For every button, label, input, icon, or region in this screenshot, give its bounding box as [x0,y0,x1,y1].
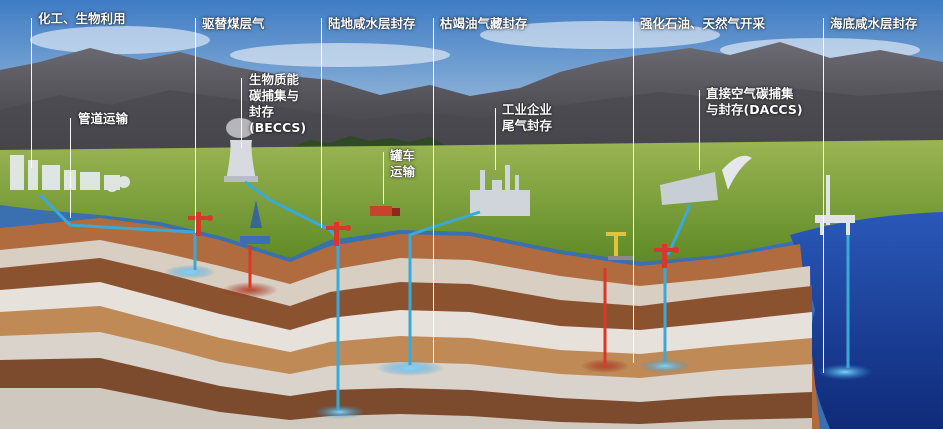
label-beccs-3: 封存 [249,104,275,119]
cooling-tower [224,118,258,182]
label-tanker: 罐车 运输 [390,148,415,180]
label-industrial-1: 工业企业 [502,102,553,117]
storage-plumes [164,265,873,419]
industrial-plant [470,165,530,216]
label-daccs: 直接空气碳捕集 与封存(DACCS) [706,86,803,118]
label-beccs-4: (BECCS) [249,120,307,135]
label-daccs-2: 与封存(DACCS) [706,102,803,117]
label-tanker-2: 运输 [390,164,416,179]
callout-line-eor [633,18,634,363]
drill-rig [240,200,270,244]
label-tanker-1: 罐车 [390,148,416,163]
label-beccs: 生物质能 碳捕集与 封存 (BECCS) [249,72,306,136]
label-depleted-oil-gas: 枯竭油气藏封存 [440,16,528,31]
pipeline-left [38,193,197,270]
label-eor-egr: 强化石油、天然气开采 [640,16,766,31]
offshore-rig [815,175,855,235]
co2-pipelines [38,180,850,410]
wellheads [188,212,679,268]
daccs-unit [660,155,752,205]
callout-line-industrial [495,108,496,170]
label-chemical-bio: 化工、生物利用 [38,11,126,26]
label-daccs-1: 直接空气碳捕集 [706,86,794,101]
label-pipeline: 管道运输 [78,111,129,126]
callout-line-coalbed [195,18,196,233]
callout-line-beccs [241,78,242,148]
label-beccs-2: 碳捕集与 [249,88,300,103]
label-offshore-saline: 海底咸水层封存 [830,16,918,31]
label-beccs-1: 生物质能 [249,72,300,87]
callout-line-pipeline [70,118,71,218]
callout-line-tanker [383,152,384,204]
pipeline-depleted [408,210,481,365]
clouds [30,21,920,67]
callout-line-chemical [31,18,32,168]
label-onshore-saline: 陆地咸水层封存 [328,16,416,31]
pipeline-daccs [666,204,692,256]
injection-wells-red [248,245,607,364]
label-industrial-2: 尾气封存 [502,118,553,133]
label-industrial: 工业企业 尾气封存 [502,102,552,134]
callout-line-onshore [321,18,322,228]
tanker-truck [370,206,400,216]
pipeline-beccs [244,180,340,410]
pump-jack [606,232,634,260]
callout-line-offshore [823,18,824,373]
city [10,155,130,192]
label-coalbed: 驱替煤层气 [202,16,265,31]
callout-line-daccs [699,90,700,170]
callout-line-depleted [433,18,434,363]
